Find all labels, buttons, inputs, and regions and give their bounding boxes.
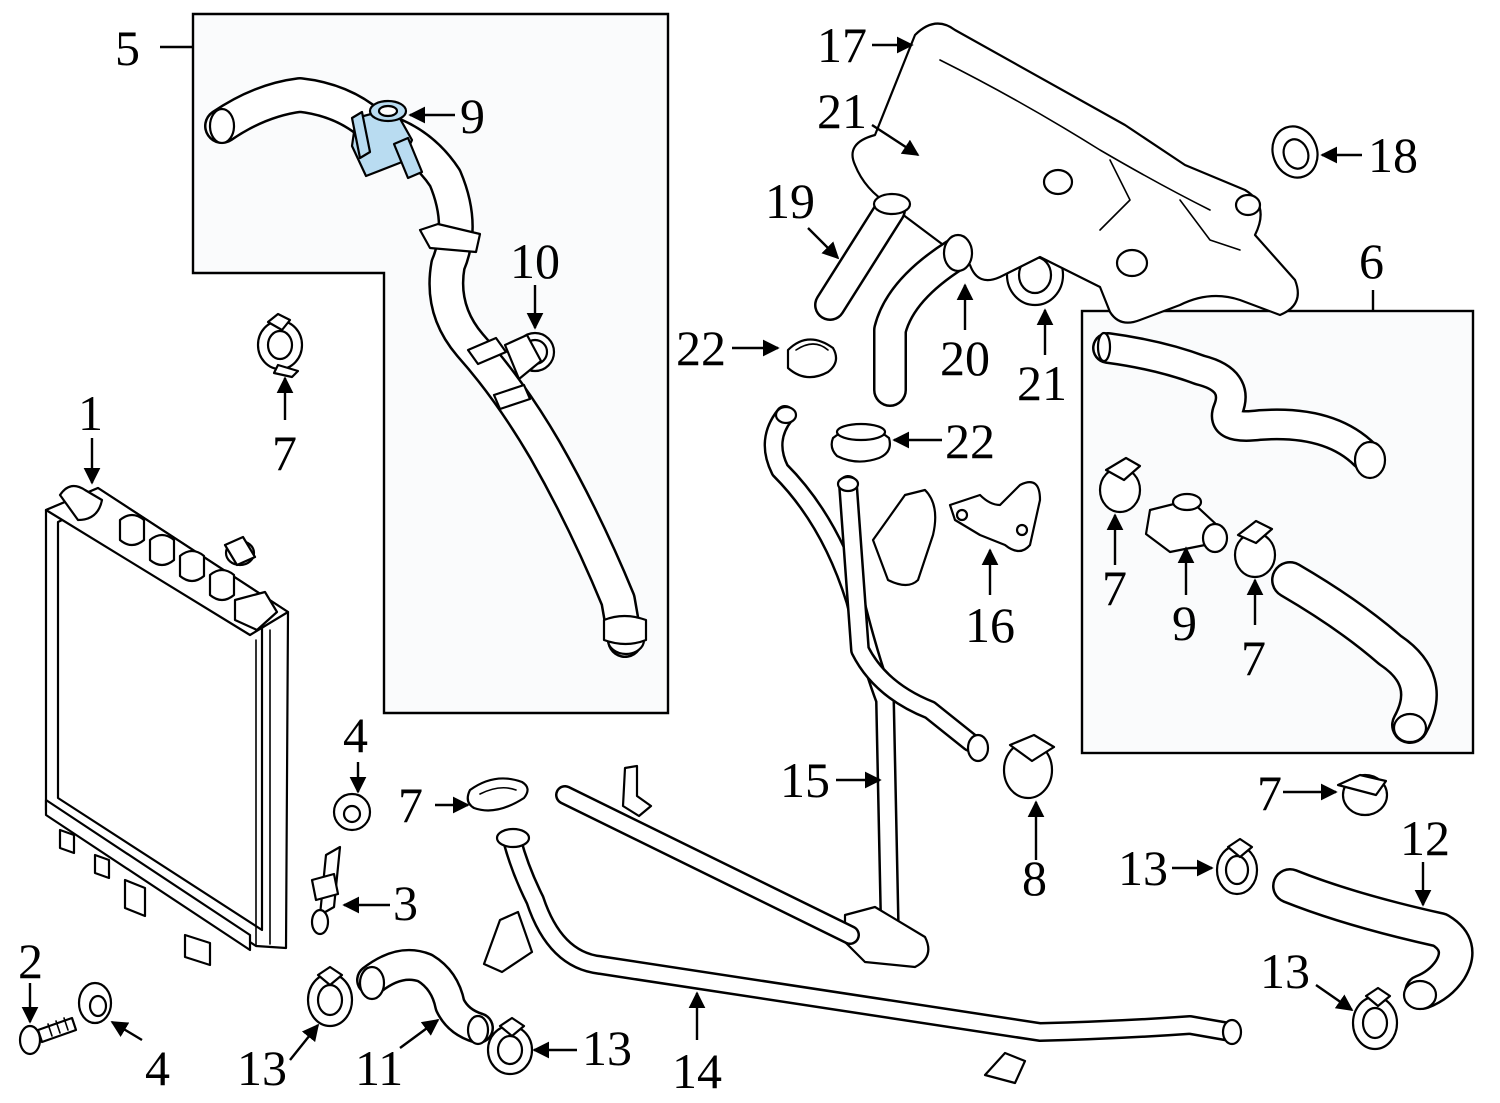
callout-22-upper: 22 <box>676 320 726 376</box>
callout-16: 16 <box>965 597 1015 653</box>
callout-4-upper: 4 <box>343 707 368 763</box>
callout-13-b: 13 <box>582 1020 632 1076</box>
clamp-7-right <box>1336 773 1389 817</box>
leader-lines <box>21 36 1432 1061</box>
hose-6-lower <box>1271 561 1438 744</box>
grommet-lower <box>77 981 113 1025</box>
callout-9: 9 <box>460 88 485 144</box>
callout-22-lower: 22 <box>945 413 995 469</box>
callout-12: 12 <box>1400 810 1450 866</box>
callout-11: 11 <box>355 1040 403 1096</box>
callout-21-upper: 21 <box>817 83 867 139</box>
callout-4-lower: 4 <box>145 1040 170 1096</box>
bracket-upper <box>871 488 937 587</box>
clamp-22-upper <box>786 338 838 379</box>
clamp-7-box6-left <box>1098 456 1142 514</box>
callout-6: 6 <box>1359 233 1384 289</box>
callout-7-box6-left: 7 <box>1102 560 1127 616</box>
hose-6-upper <box>1092 331 1387 480</box>
connector-9-highlighted <box>350 99 424 180</box>
callout-7-right: 7 <box>1257 765 1282 821</box>
callout-3: 3 <box>393 875 418 931</box>
callout-17: 17 <box>817 17 867 73</box>
bolt <box>18 1016 78 1056</box>
callout-1: 1 <box>78 385 103 441</box>
upper-hose-5 <box>204 77 648 658</box>
bracket-16 <box>948 481 1042 553</box>
hose-19 <box>814 192 912 321</box>
callout-9-box6: 9 <box>1172 595 1197 651</box>
callout-13-a: 13 <box>237 1040 287 1096</box>
callout-21-lower: 21 <box>1017 355 1067 411</box>
clamp-7-left <box>256 312 304 379</box>
callout-13-c: 13 <box>1118 840 1168 896</box>
callout-8: 8 <box>1022 850 1047 906</box>
seal-ring-18 <box>1271 125 1319 179</box>
callout-19: 19 <box>765 173 815 229</box>
clamp-7-box6-right <box>1233 519 1277 579</box>
coolant-pipe-14 <box>482 764 1243 1085</box>
callout-7-center: 7 <box>398 777 423 833</box>
callout-5: 5 <box>115 20 140 76</box>
clamp-8 <box>1002 733 1056 800</box>
coolant-pipe-15 <box>763 405 990 969</box>
clamp-13-c <box>1215 837 1259 896</box>
callout-7-box6-right: 7 <box>1241 630 1266 686</box>
callout-2: 2 <box>18 933 43 989</box>
hose-12 <box>1272 868 1474 1011</box>
connector-9-box6 <box>1144 492 1229 554</box>
callout-labels: 1 2 3 4 4 5 6 7 7 7 7 7 8 9 9 10 11 12 1… <box>18 17 1450 1099</box>
clamp-13-d <box>1351 986 1399 1051</box>
hose-assembly-5-inset <box>191 12 670 715</box>
radiator <box>44 484 290 967</box>
callout-7-left: 7 <box>272 425 297 481</box>
callout-20: 20 <box>940 330 990 386</box>
clamp-13-b <box>486 1016 534 1076</box>
callout-10: 10 <box>510 233 560 289</box>
mounting-stud <box>310 845 342 936</box>
callout-14: 14 <box>672 1043 722 1099</box>
hose-20 <box>873 233 974 407</box>
callout-13-d: 13 <box>1260 943 1310 999</box>
callout-15: 15 <box>780 752 830 808</box>
callout-18: 18 <box>1368 127 1418 183</box>
clamp-13-a <box>306 965 354 1028</box>
clamp-22-lower <box>830 422 891 463</box>
grommet-upper <box>332 792 372 832</box>
hose-11 <box>356 949 494 1046</box>
clamp-7-center <box>466 777 529 812</box>
